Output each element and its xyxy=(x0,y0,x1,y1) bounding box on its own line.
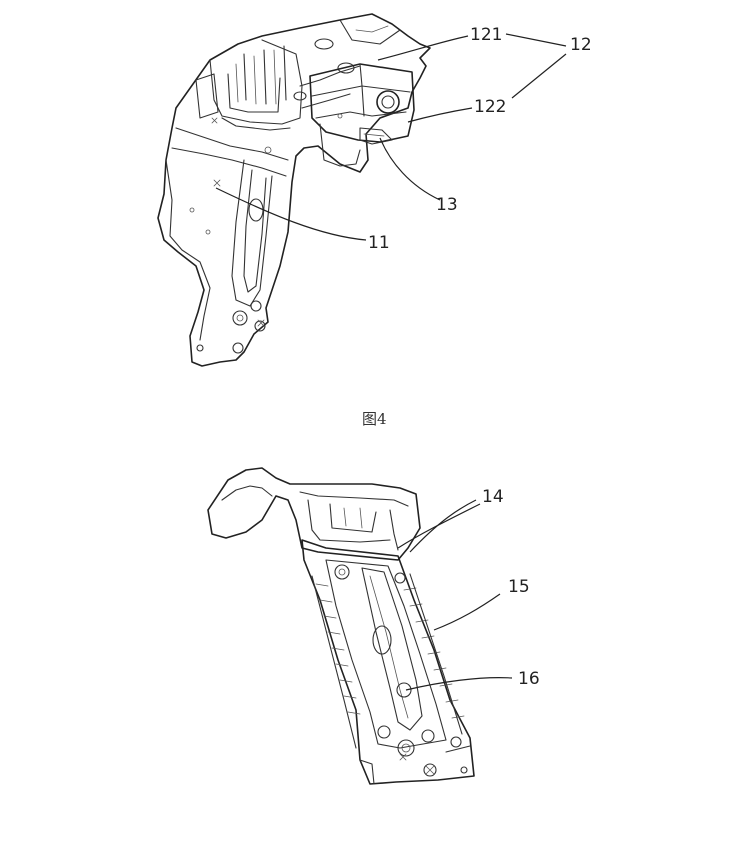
pillar-part-11 xyxy=(157,13,431,367)
label-122: 122 xyxy=(474,97,506,117)
label-11: 11 xyxy=(368,233,390,253)
label-15: 15 xyxy=(508,577,530,597)
label-12: 12 xyxy=(570,35,592,55)
label-16: 16 xyxy=(518,669,540,689)
top-figure-bracket-assembly: 121 12 122 13 11 xyxy=(157,13,592,367)
top-leader-lines xyxy=(215,33,567,241)
transverse-beam-part-12 xyxy=(309,63,415,167)
label-121: 121 xyxy=(470,25,502,45)
main-panel-part-15 xyxy=(301,539,475,785)
label-13: 13 xyxy=(436,195,458,215)
bottom-reference-labels: 14 15 16 xyxy=(482,487,540,689)
upper-box-structure xyxy=(195,19,401,154)
top-flange xyxy=(207,467,421,561)
hole-upper xyxy=(372,625,392,655)
label-14: 14 xyxy=(482,487,504,507)
figure-caption: 图4 xyxy=(362,410,387,428)
top-reference-labels: 121 12 122 13 11 xyxy=(368,25,592,253)
bottom-figure-inner-panel: 14 15 16 xyxy=(207,467,540,785)
hole-part-16 xyxy=(396,682,412,698)
bottom-leader-lines xyxy=(397,499,513,691)
